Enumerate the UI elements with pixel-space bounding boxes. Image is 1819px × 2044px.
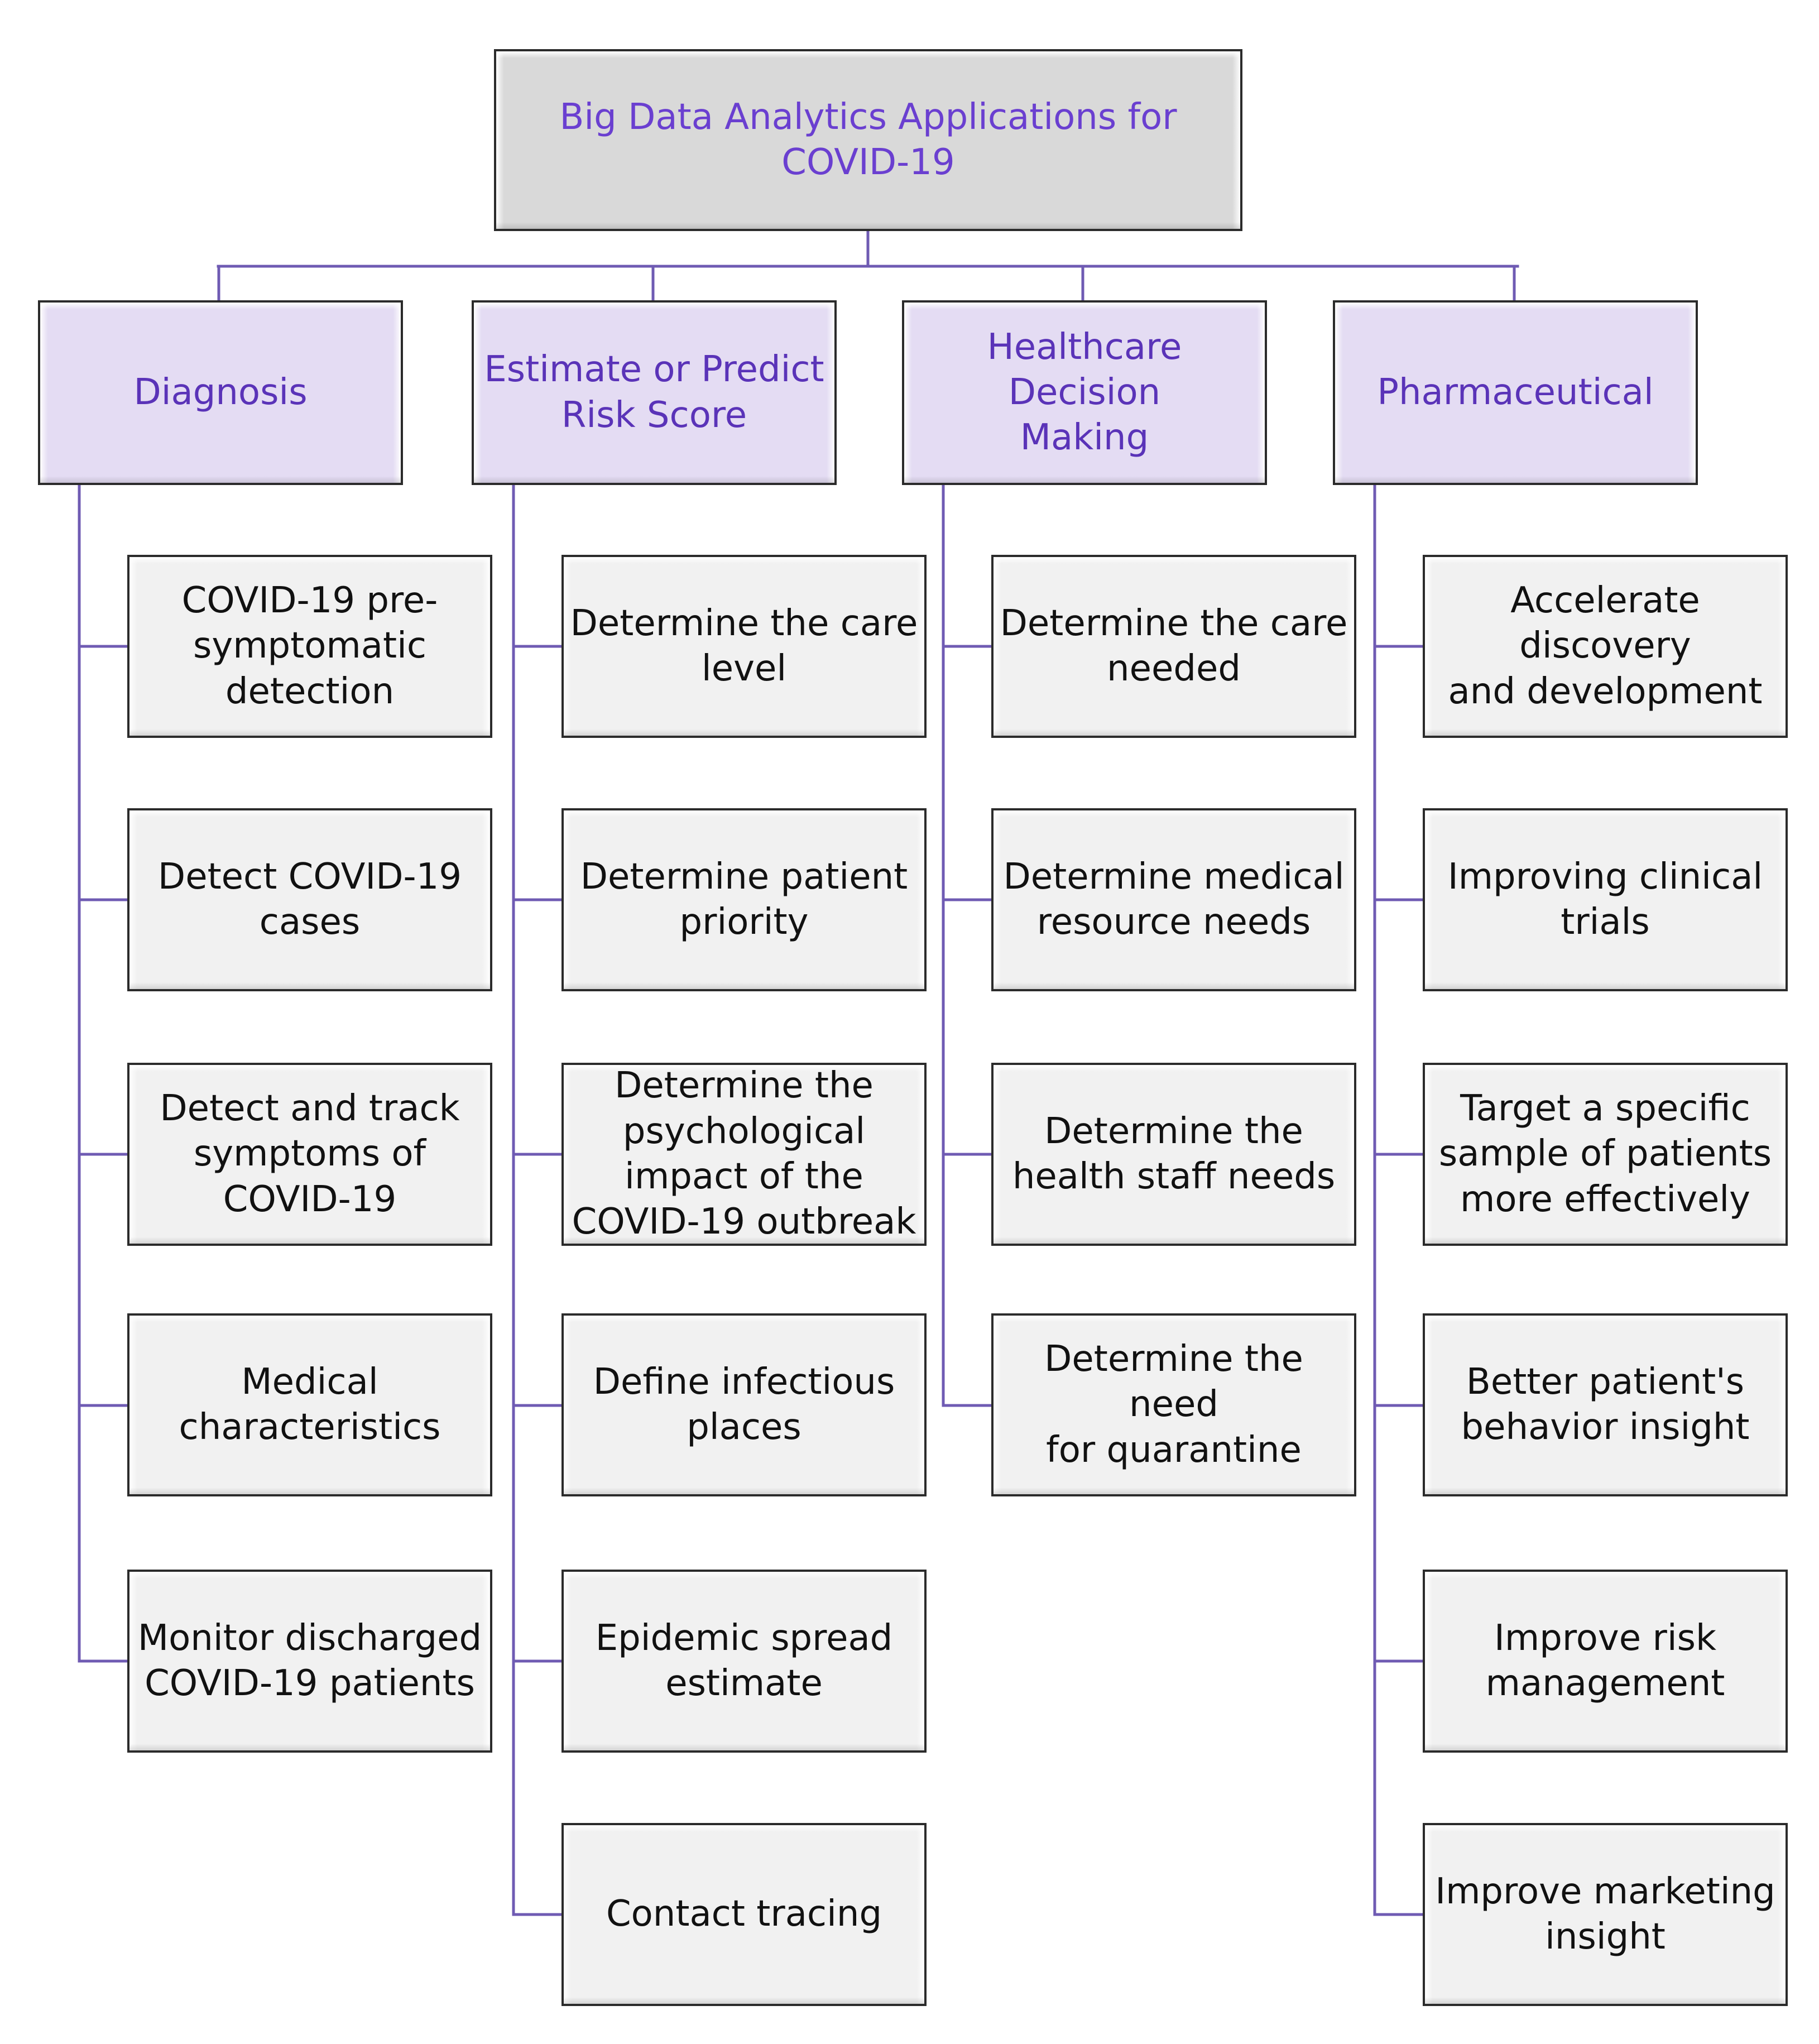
leaf-node: Detect COVID-19 cases [127, 808, 492, 991]
leaf-node: Determine medical resource needs [991, 808, 1356, 991]
root-node: Big Data Analytics Applications for COVI… [494, 49, 1242, 231]
leaf-label: Contact tracing [606, 1893, 882, 1935]
root-label: Big Data Analytics Applications for COVI… [559, 96, 1177, 183]
leaf-node: Determine the health staff needs [991, 1063, 1356, 1246]
leaf-label: Accelerate discovery and development [1448, 580, 1763, 712]
leaf-node: Monitor discharged COVID-19 patients [127, 1570, 492, 1753]
leaf-node: Improve risk management [1423, 1570, 1788, 1753]
leaf-label: Detect and track symptoms of COVID-19 [160, 1088, 460, 1220]
leaf-node: Contact tracing [561, 1823, 927, 2006]
leaf-node: Improve marketing insight [1423, 1823, 1788, 2006]
category-node-1: Estimate or Predict Risk Score [472, 300, 837, 485]
leaf-node: Determine the care needed [991, 555, 1356, 738]
leaf-label: Improve risk management [1485, 1617, 1725, 1704]
leaf-label: Define infectious places [593, 1361, 895, 1448]
leaf-node: Determine patient priority [561, 808, 927, 991]
leaf-label: Epidemic spread estimate [595, 1617, 893, 1704]
leaf-label: Determine the care needed [1000, 602, 1348, 689]
leaf-node: Better patient's behavior insight [1423, 1313, 1788, 1496]
leaf-node: Determine the need for quarantine [991, 1313, 1356, 1496]
leaf-label: Determine the care level [570, 602, 918, 689]
leaf-node: Improving clinical trials [1423, 808, 1788, 991]
leaf-label: Monitor discharged COVID-19 patients [137, 1617, 482, 1704]
category-node-2: Healthcare Decision Making [902, 300, 1267, 485]
leaf-label: Improve marketing insight [1435, 1870, 1775, 1957]
leaf-node: Determine the psychological impact of th… [561, 1063, 927, 1246]
leaf-label: COVID-19 pre- symptomatic detection [181, 580, 438, 712]
leaf-node: Medical characteristics [127, 1313, 492, 1496]
leaf-label: Determine the health staff needs [1012, 1110, 1336, 1197]
category-label: Healthcare Decision Making [987, 326, 1182, 459]
leaf-label: Determine the need for quarantine [1044, 1338, 1303, 1471]
leaf-label: Determine the psychological impact of th… [572, 1065, 916, 1243]
leaf-node: COVID-19 pre- symptomatic detection [127, 555, 492, 738]
category-label: Diagnosis [133, 371, 308, 413]
leaf-node: Accelerate discovery and development [1423, 555, 1788, 738]
leaf-label: Improving clinical trials [1447, 856, 1763, 943]
leaf-node: Define infectious places [561, 1313, 927, 1496]
leaf-label: Medical characteristics [179, 1361, 441, 1448]
leaf-node: Epidemic spread estimate [561, 1570, 927, 1753]
leaf-node: Detect and track symptoms of COVID-19 [127, 1063, 492, 1246]
category-node-0: Diagnosis [38, 300, 403, 485]
leaf-label: Determine medical resource needs [1003, 856, 1345, 943]
category-label: Pharmaceutical [1377, 371, 1654, 413]
leaf-label: Determine patient priority [580, 856, 908, 943]
leaf-label: Target a specific sample of patients mor… [1438, 1088, 1772, 1220]
leaf-node: Determine the care level [561, 555, 927, 738]
leaf-node: Target a specific sample of patients mor… [1423, 1063, 1788, 1246]
leaf-label: Detect COVID-19 cases [157, 856, 462, 943]
category-label: Estimate or Predict Risk Score [484, 349, 824, 436]
category-node-3: Pharmaceutical [1333, 300, 1698, 485]
leaf-label: Better patient's behavior insight [1461, 1361, 1750, 1448]
